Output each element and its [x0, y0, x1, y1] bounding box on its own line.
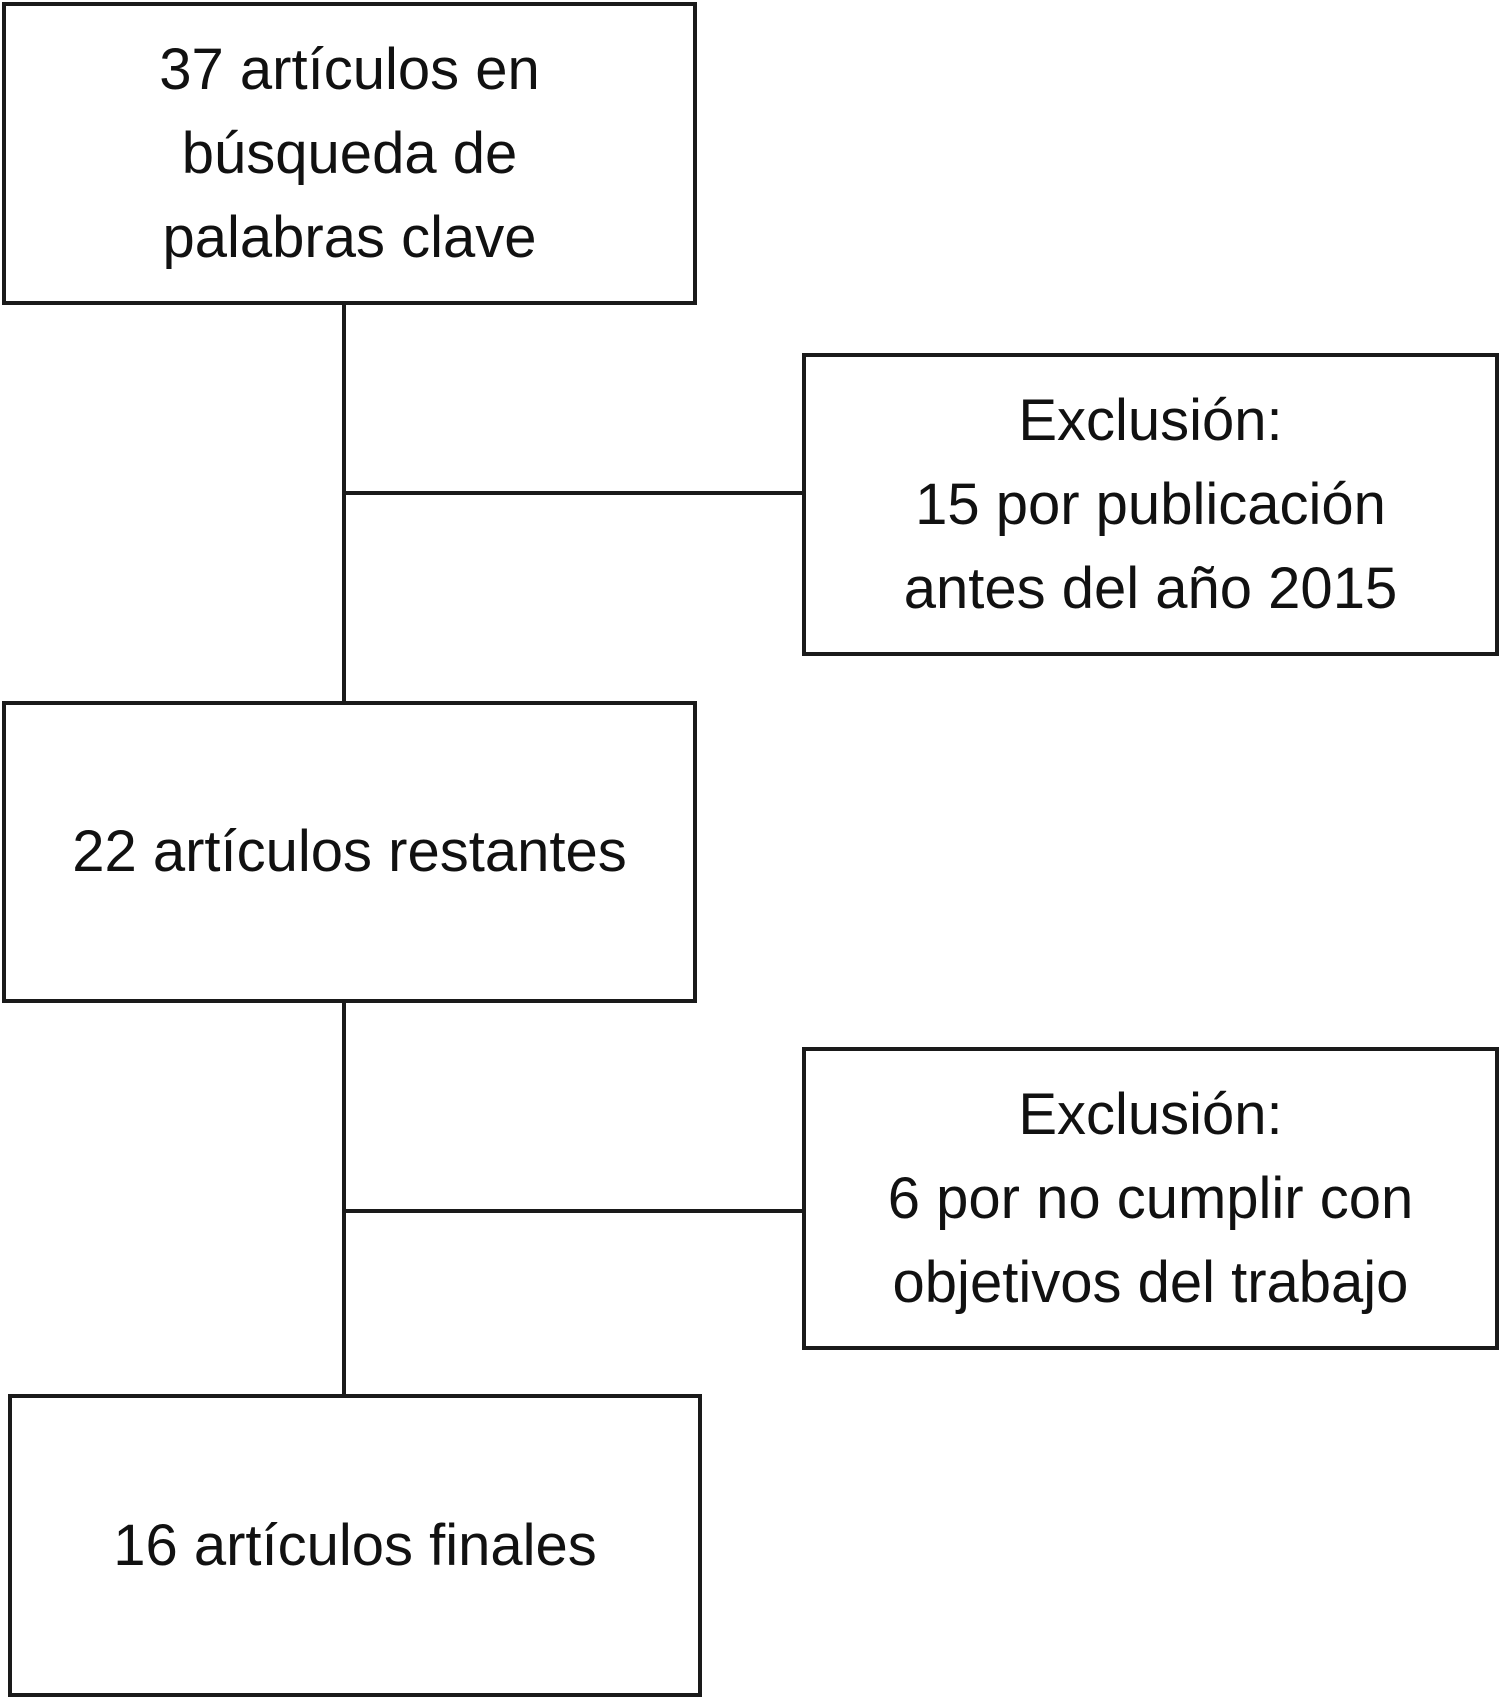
exclusion-box-date: Exclusión: 15 por publicación antes del … [802, 353, 1499, 656]
search-results-box: 37 artículos en búsqueda de palabras cla… [2, 2, 697, 305]
exclusion-date-line-3: antes del año 2015 [903, 555, 1398, 621]
connector-to-exclusion-2 [342, 1209, 802, 1213]
exclusion-objectives-line-3: objetivos del trabajo [892, 1249, 1409, 1315]
search-results-line-1: 37 artículos en [159, 36, 540, 102]
exclusion-date-heading: Exclusión: [1018, 387, 1283, 453]
exclusion-box-objectives: Exclusión: 6 por no cumplir con objetivo… [802, 1047, 1499, 1350]
final-articles-box: 16 artículos finales [8, 1394, 702, 1697]
exclusion-objectives-line-2: 6 por no cumplir con [887, 1165, 1414, 1231]
exclusion-objectives-heading: Exclusión: [1018, 1081, 1283, 1147]
connector-remaining-to-final [342, 1003, 346, 1394]
exclusion-date-line-2: 15 por publicación [915, 471, 1386, 537]
search-results-line-2: búsqueda de [181, 120, 518, 186]
remaining-articles-box: 22 artículos restantes [2, 701, 697, 1003]
connector-to-exclusion-1 [342, 491, 802, 495]
final-articles-label: 16 artículos finales [113, 1512, 597, 1578]
connector-search-to-remaining [342, 305, 346, 701]
remaining-articles-label: 22 artículos restantes [72, 819, 627, 884]
search-results-line-3: palabras clave [162, 204, 537, 270]
